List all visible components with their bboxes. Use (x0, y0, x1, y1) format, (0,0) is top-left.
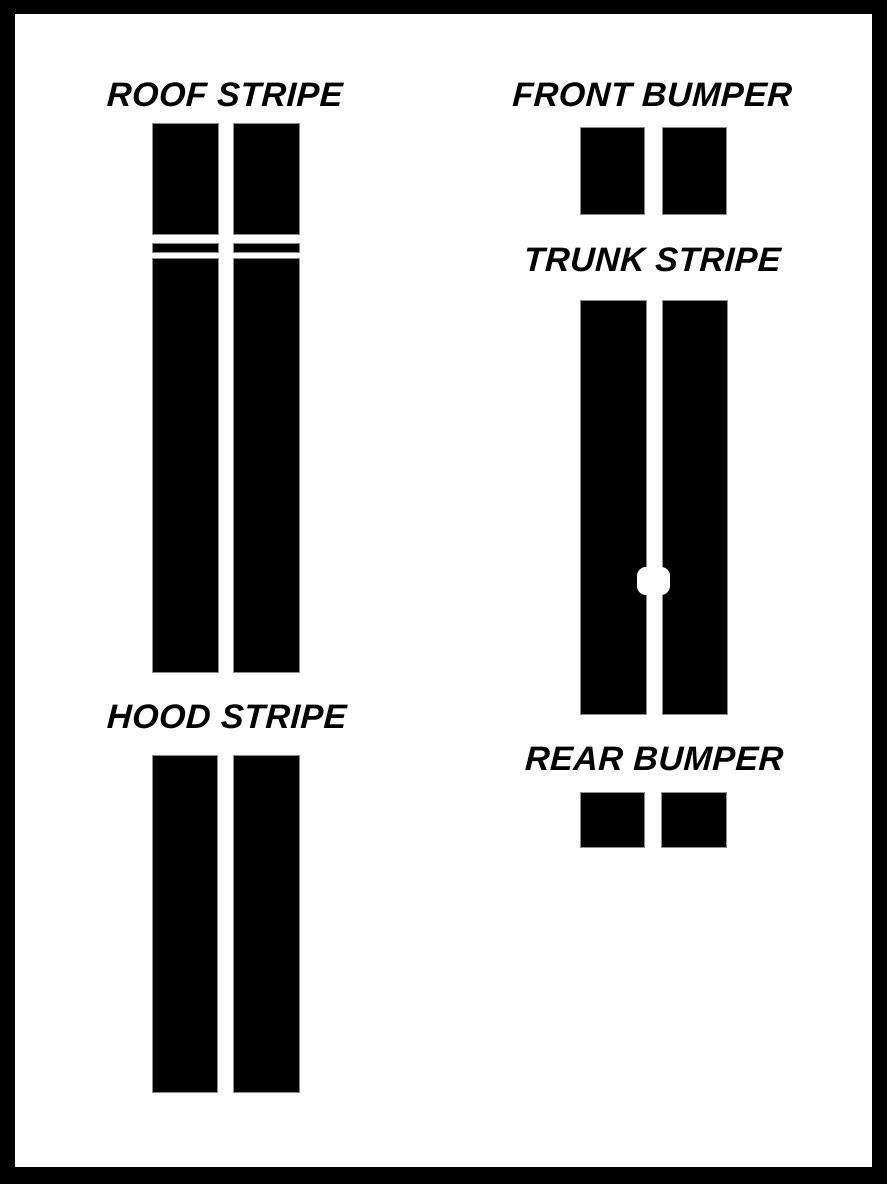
trunk-stripe-label: TRUNK STRIPE (522, 241, 783, 279)
front-bumper-right-block (662, 127, 727, 215)
roof-stripe-right-top-block (233, 123, 300, 235)
front-bumper-label: FRONT BUMPER (511, 76, 794, 114)
roof-stripe-left-top-block (152, 123, 219, 235)
hood-stripe-left-block (152, 755, 218, 1093)
roof-stripe-left-accent-bar (152, 243, 219, 253)
front-bumper-left-block (580, 127, 645, 215)
rear-bumper-left-block (580, 792, 645, 848)
roof-stripe-left-main-block (152, 258, 219, 673)
rear-bumper-label: REAR BUMPER (524, 740, 785, 778)
hood-stripe-label: HOOD STRIPE (106, 698, 348, 736)
roof-stripe-right-accent-bar (233, 243, 300, 253)
trunk-stripe-left-block (580, 300, 647, 715)
trunk-lock-notch (637, 567, 670, 595)
roof-stripe-right-main-block (233, 258, 300, 673)
hood-stripe-right-block (233, 755, 300, 1093)
trunk-stripe-right-block (662, 300, 728, 715)
roof-stripe-label: ROOF STRIPE (106, 76, 344, 114)
rear-bumper-right-block (661, 792, 727, 848)
